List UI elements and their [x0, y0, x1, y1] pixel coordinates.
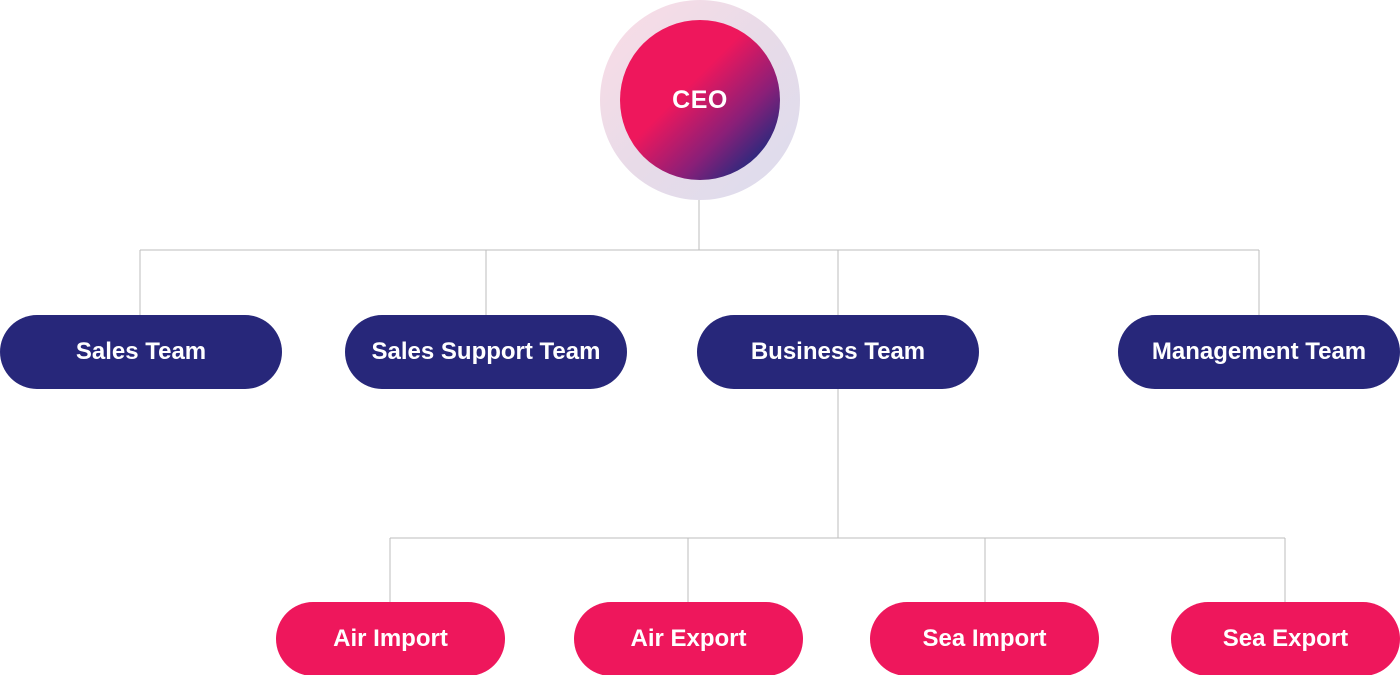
team-node-sales-support: Sales Support Team: [345, 315, 627, 389]
team-label: Sales Team: [75, 338, 207, 365]
ceo-node: CEO: [620, 20, 780, 180]
unit-label: Air Import: [333, 625, 448, 652]
unit-label: Sea Export: [1222, 625, 1349, 652]
unit-label: Air Export: [630, 625, 747, 652]
unit-node-sea-export: Sea Export: [1171, 602, 1400, 675]
unit-node-sea-import: Sea Import: [870, 602, 1099, 675]
team-label: Business Team: [750, 338, 926, 365]
unit-node-air-export: Air Export: [574, 602, 803, 675]
team-label: Management Team: [1151, 338, 1367, 365]
team-node-business: Business Team: [697, 315, 979, 389]
ceo-label: CEO: [672, 85, 728, 114]
team-label: Sales Support Team: [371, 338, 601, 365]
team-node-management: Management Team: [1118, 315, 1400, 389]
unit-label: Sea Import: [922, 625, 1047, 652]
team-node-sales: Sales Team: [0, 315, 282, 389]
unit-node-air-import: Air Import: [276, 602, 505, 675]
